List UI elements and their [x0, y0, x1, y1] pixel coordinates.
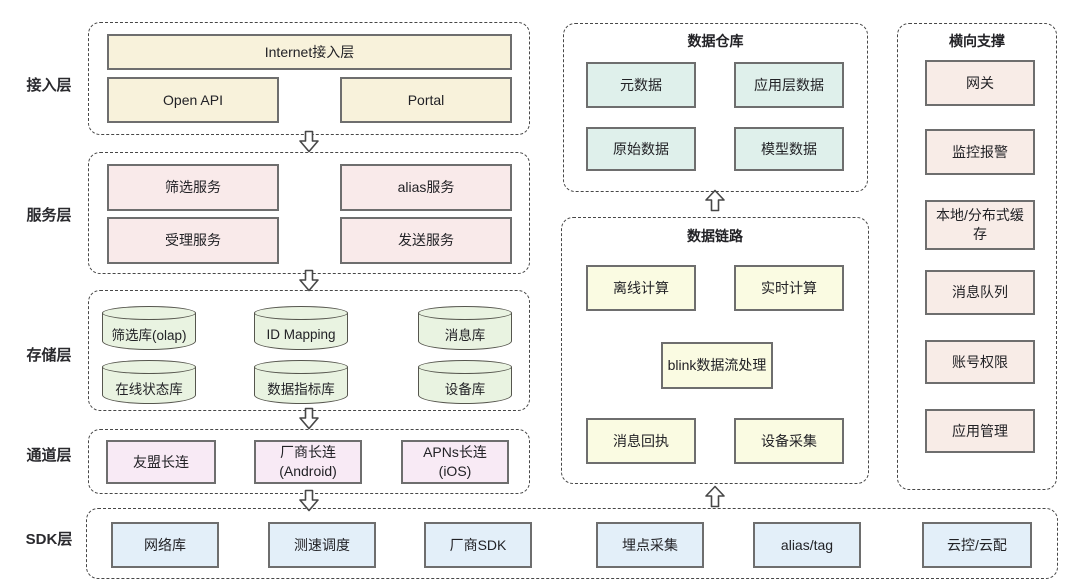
cylinder-shape: [254, 360, 348, 374]
layer-label-access: 接入层: [26, 77, 72, 94]
node-cache: 本地/分布式缓存: [925, 200, 1035, 250]
node-message-receipt: 消息回执: [586, 418, 696, 464]
node-online-status-db: 在线状态库: [102, 360, 196, 404]
data-warehouse-title: 数据仓库: [687, 33, 744, 49]
node-alias-service: alias服务: [340, 164, 512, 211]
node-realtime-compute: 实时计算: [734, 265, 844, 311]
layer-label-storage: 存储层: [26, 347, 72, 364]
down-arrow-icon: [299, 269, 319, 292]
node-portal: Portal: [340, 77, 512, 123]
data-warehouse-group: 数据仓库 元数据 应用层数据 原始数据 模型数据: [563, 23, 868, 192]
node-data-metric-db: 数据指标库: [254, 360, 348, 404]
node-filter-db: 筛选库(olap): [102, 306, 196, 350]
storage-layer-group: 筛选库(olap) ID Mapping 消息库 在线状态库 数据指标库 设备库: [88, 290, 530, 411]
node-vendor-conn: 厂商长连(Android): [254, 440, 362, 484]
node-raw-data: 原始数据: [586, 127, 696, 171]
node-alias-tag: alias/tag: [753, 522, 861, 568]
cylinder-shape: [102, 367, 196, 404]
layer-label-sdk: SDK层: [25, 531, 73, 548]
node-blink-stream: blink数据流处理: [661, 342, 773, 389]
node-gateway: 网关: [925, 60, 1035, 106]
cylinder-shape: [102, 360, 196, 374]
node-speed-schedule: 测速调度: [268, 522, 376, 568]
horizontal-support-group: 横向支撑 网关 监控报警 本地/分布式缓存 消息队列 账号权限 应用管理: [897, 23, 1057, 490]
access-layer-group: Internet接入层 Open API Portal: [88, 22, 530, 135]
layer-label-service: 服务层: [26, 207, 72, 224]
down-arrow-icon: [299, 407, 319, 430]
node-device-db: 设备库: [418, 360, 512, 404]
node-app-layer-data: 应用层数据: [734, 62, 844, 108]
cylinder-shape: [418, 360, 512, 374]
node-meta-data: 元数据: [586, 62, 696, 108]
layer-label-channel: 通道层: [26, 447, 72, 464]
node-filter-service: 筛选服务: [107, 164, 279, 211]
node-network-lib: 网络库: [111, 522, 219, 568]
up-arrow-icon: [705, 189, 725, 212]
node-accept-service: 受理服务: [107, 217, 279, 264]
data-link-title: 数据链路: [687, 228, 743, 244]
node-open-api: Open API: [107, 77, 279, 123]
cylinder-shape: [418, 306, 512, 320]
node-model-data: 模型数据: [734, 127, 844, 171]
node-vendor-sdk: 厂商SDK: [424, 522, 532, 568]
node-message-db: 消息库: [418, 306, 512, 350]
node-monitor-alert: 监控报警: [925, 129, 1035, 175]
node-tracking: 埋点采集: [596, 522, 704, 568]
node-device-collect: 设备采集: [734, 418, 844, 464]
cylinder-shape: [254, 306, 348, 320]
sdk-layer-group: 网络库 测速调度 厂商SDK 埋点采集 alias/tag 云控/云配: [86, 508, 1058, 579]
node-app-manage: 应用管理: [925, 409, 1035, 453]
node-offline-compute: 离线计算: [586, 265, 696, 311]
node-cloud-config: 云控/云配: [922, 522, 1032, 568]
node-apns-conn: APNs长连(iOS): [401, 440, 509, 484]
service-layer-group: 筛选服务 alias服务 受理服务 发送服务: [88, 152, 530, 274]
node-id-mapping-db: ID Mapping: [254, 306, 348, 350]
cylinder-shape: [102, 306, 196, 320]
down-arrow-icon: [299, 489, 319, 512]
node-umeng-conn: 友盟长连: [106, 440, 216, 484]
channel-layer-group: 友盟长连 厂商长连(Android) APNs长连(iOS): [88, 429, 530, 494]
node-message-queue: 消息队列: [925, 270, 1035, 315]
node-account-perm: 账号权限: [925, 340, 1035, 384]
down-arrow-icon: [299, 130, 319, 153]
node-send-service: 发送服务: [340, 217, 512, 264]
up-arrow-icon: [705, 485, 725, 508]
horizontal-support-title: 横向支撑: [949, 33, 1005, 49]
node-internet-access: Internet接入层: [107, 34, 512, 70]
data-link-group: 数据链路 离线计算 实时计算 blink数据流处理 消息回执 设备采集: [561, 217, 869, 484]
